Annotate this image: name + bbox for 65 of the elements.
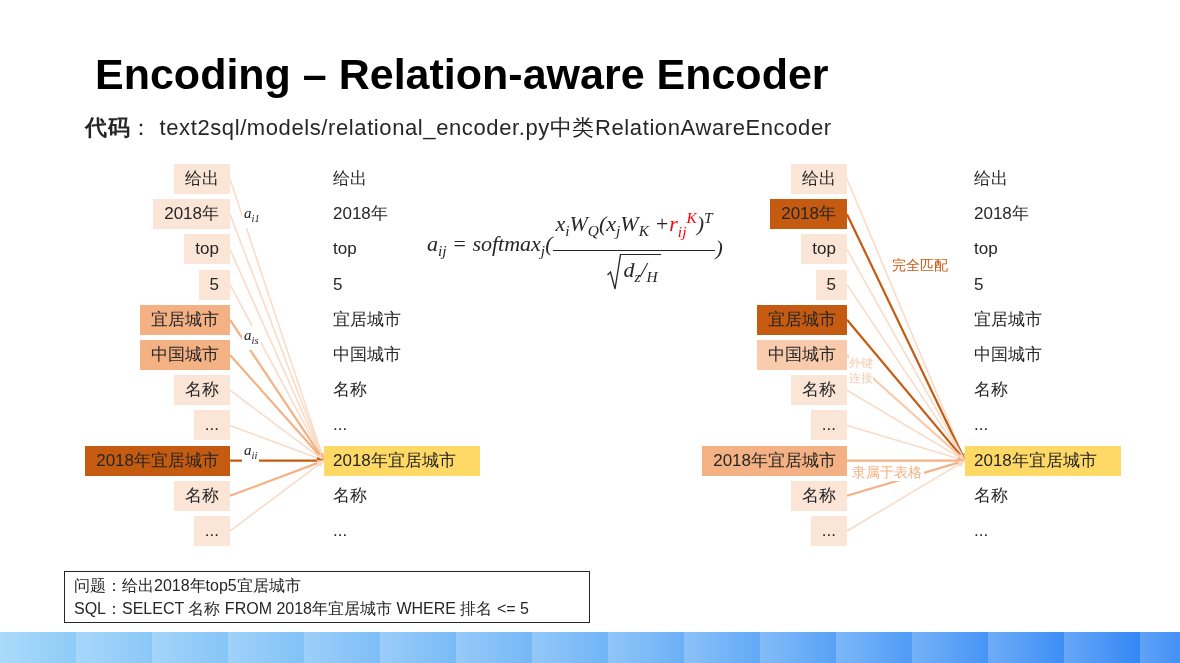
query-token-box: 2018年宜居城市 xyxy=(324,445,480,476)
token-text: ... xyxy=(974,520,989,542)
token-box: 名称 xyxy=(791,480,847,511)
attention-arrow xyxy=(229,389,325,462)
token-text: 给出 xyxy=(974,168,1008,190)
token-text: 给出 xyxy=(333,168,367,190)
token-box: ... xyxy=(193,410,230,441)
token-box: 宜居城市 xyxy=(757,304,847,335)
slide-title: Encoding – Relation-aware Encoder xyxy=(95,49,829,100)
token-box: 中国城市 xyxy=(757,340,847,370)
token-text: 5 xyxy=(333,273,343,296)
formula-text: x$_{i}$W$_{Q}$(x$_{j}$W$_{K}$ + xyxy=(555,210,670,242)
token-text: top xyxy=(333,238,357,261)
token-box: 中国城市 xyxy=(140,340,230,370)
edge-label: 隶属于表格 xyxy=(850,463,924,481)
formula-text: a$_{ij}$ = softmax$_{j}$( xyxy=(427,229,553,262)
token-text: 中国城市 xyxy=(974,344,1042,366)
attention-arrow xyxy=(847,457,965,465)
token-text: 名称 xyxy=(974,379,1008,402)
query-token-box: 2018年宜居城市 xyxy=(965,445,1121,476)
attention-arrow xyxy=(846,459,966,532)
edge-label: 外键连接 xyxy=(849,356,873,386)
token-box: 名称 xyxy=(174,375,230,406)
formula-text: ) xyxy=(715,233,723,261)
token-box: ... xyxy=(193,516,230,546)
token-text: 名称 xyxy=(333,484,367,507)
token-box: 2018年宜居城市 xyxy=(702,445,847,476)
token-text: 5 xyxy=(974,273,984,296)
attention-arrow xyxy=(230,457,324,465)
token-box: 2018年 xyxy=(153,199,230,230)
token-box: ... xyxy=(810,516,847,546)
edge-label: a$_{is}$ xyxy=(242,326,261,350)
token-text: 2018年 xyxy=(974,203,1029,226)
token-text: 2018年 xyxy=(333,203,388,226)
token-box: ... xyxy=(810,410,847,441)
query-box xyxy=(64,571,590,623)
sql-query-text: SQL：SELECT 名称 FROM 2018年宜居城市 WHERE 排名 <= 5 xyxy=(74,599,530,619)
question-text: 问题：给出2018年top5宜居城市 xyxy=(74,576,302,596)
attention-arrow xyxy=(229,459,325,497)
token-box: 给出 xyxy=(791,164,847,194)
attention-arrow xyxy=(846,389,966,462)
token-text: ... xyxy=(974,414,989,437)
token-text: 名称 xyxy=(333,379,367,402)
token-text: 宜居城市 xyxy=(333,308,401,331)
formula-text: d$_{z}$/$_{H}$ xyxy=(621,253,661,291)
token-text: ... xyxy=(333,414,348,437)
token-text: 中国城市 xyxy=(333,344,401,366)
token-box: 给出 xyxy=(174,164,230,194)
code-path-text: 代码： text2sql/models/relational_encoder.py中类RelationAwareEncoder xyxy=(85,116,832,140)
token-box: 名称 xyxy=(174,480,230,511)
token-box: 名称 xyxy=(791,375,847,406)
formula-text: )$^{T}$ xyxy=(696,208,713,238)
token-box: 5 xyxy=(815,269,847,300)
token-box: 5 xyxy=(198,269,230,300)
token-text: 名称 xyxy=(974,484,1008,507)
attention-arrow xyxy=(229,459,325,532)
token-box: 2018年宜居城市 xyxy=(85,445,230,476)
edge-label: 完全匹配 xyxy=(890,256,950,274)
token-text: ... xyxy=(333,520,348,542)
token-box: top xyxy=(801,234,847,265)
token-box: 宜居城市 xyxy=(140,304,230,335)
token-box: 2018年 xyxy=(770,199,847,230)
token-text: top xyxy=(974,238,998,261)
token-box: top xyxy=(184,234,230,265)
token-text: 宜居城市 xyxy=(974,308,1042,331)
